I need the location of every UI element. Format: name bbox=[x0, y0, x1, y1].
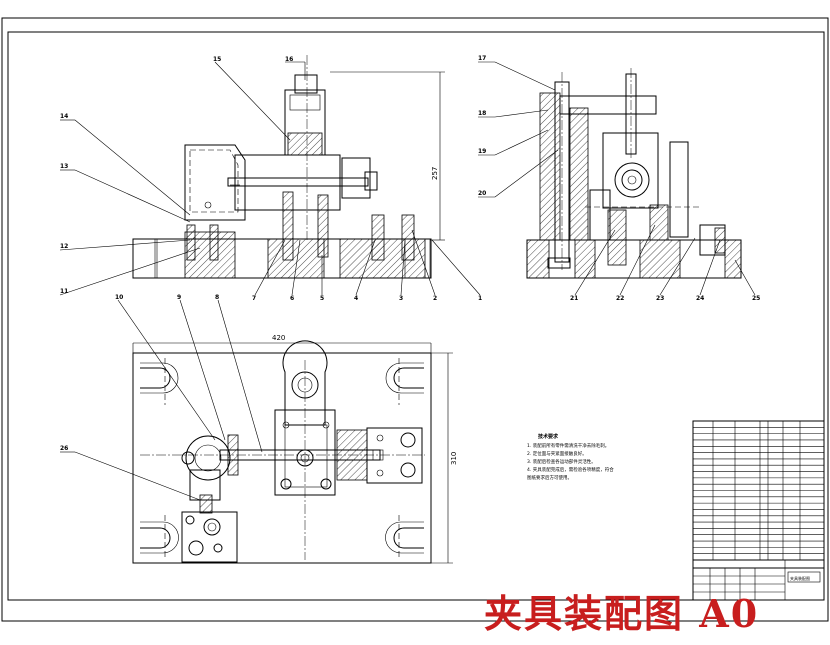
callout-7: 7 bbox=[252, 295, 256, 302]
outer-frame bbox=[1, 17, 829, 622]
callout-8: 8 bbox=[215, 294, 219, 301]
side-view-callouts: 17 18 19 20 21 22 23 24 25 bbox=[478, 55, 760, 302]
plan-view-callouts: 10 9 8 26 bbox=[60, 294, 263, 501]
title-block: 夹具装配图 bbox=[692, 559, 825, 601]
tech-notes-title: 技术要求 bbox=[538, 433, 559, 440]
dim-height-front: 257 bbox=[431, 167, 439, 180]
callout-18: 18 bbox=[478, 110, 486, 117]
callout-24: 24 bbox=[696, 295, 704, 302]
callout-25: 25 bbox=[752, 295, 760, 302]
dim-height-plan: 310 bbox=[450, 452, 458, 465]
plan-view: 420 310 bbox=[132, 334, 458, 564]
callout-17: 17 bbox=[478, 55, 486, 62]
callout-19: 19 bbox=[478, 148, 486, 155]
tech-note-5: 图纸要求后方可使用。 bbox=[527, 474, 572, 481]
front-view: 257 bbox=[132, 55, 445, 279]
callout-26: 26 bbox=[60, 445, 68, 452]
callout-15: 15 bbox=[213, 56, 221, 63]
callout-5: 5 bbox=[320, 295, 324, 302]
callout-3: 3 bbox=[399, 295, 403, 302]
callout-2: 2 bbox=[433, 295, 437, 302]
inner-frame bbox=[7, 31, 825, 601]
tech-note-4: 4. 夹具装配完成后，需检验各项精度，符合 bbox=[527, 466, 614, 473]
dim-width-plan: 420 bbox=[272, 334, 285, 342]
callout-12: 12 bbox=[60, 243, 68, 250]
callout-14: 14 bbox=[60, 113, 68, 120]
side-view bbox=[526, 68, 742, 279]
front-view-callouts: 15 16 14 13 12 11 7 6 5 4 3 2 1 bbox=[59, 56, 482, 302]
drawing-title: 夹具装配图 A0 bbox=[484, 591, 760, 636]
callout-23: 23 bbox=[656, 295, 664, 302]
parts-list bbox=[692, 420, 825, 569]
tech-note-2: 2. 定位面与夹紧面接触良好。 bbox=[527, 450, 587, 457]
callout-1: 1 bbox=[478, 295, 482, 302]
callout-13: 13 bbox=[60, 163, 68, 170]
callout-6: 6 bbox=[290, 295, 294, 302]
callout-22: 22 bbox=[616, 295, 624, 302]
title-block-name: 夹具装配图 bbox=[790, 575, 810, 581]
callout-21: 21 bbox=[570, 295, 578, 302]
callout-9: 9 bbox=[177, 294, 181, 301]
callout-20: 20 bbox=[478, 190, 486, 197]
callout-10: 10 bbox=[115, 294, 123, 301]
tech-note-3: 3. 装配后检查各运动部件灵活性。 bbox=[527, 458, 596, 465]
callout-4: 4 bbox=[354, 295, 358, 302]
tech-note-1: 1. 装配前所有零件需清洗干净去除毛刺。 bbox=[527, 442, 609, 449]
technical-requirements: 技术要求 1. 装配前所有零件需清洗干净去除毛刺。 2. 定位面与夹紧面接触良好… bbox=[527, 433, 614, 481]
callout-11: 11 bbox=[60, 288, 68, 295]
callout-16: 16 bbox=[285, 56, 293, 63]
